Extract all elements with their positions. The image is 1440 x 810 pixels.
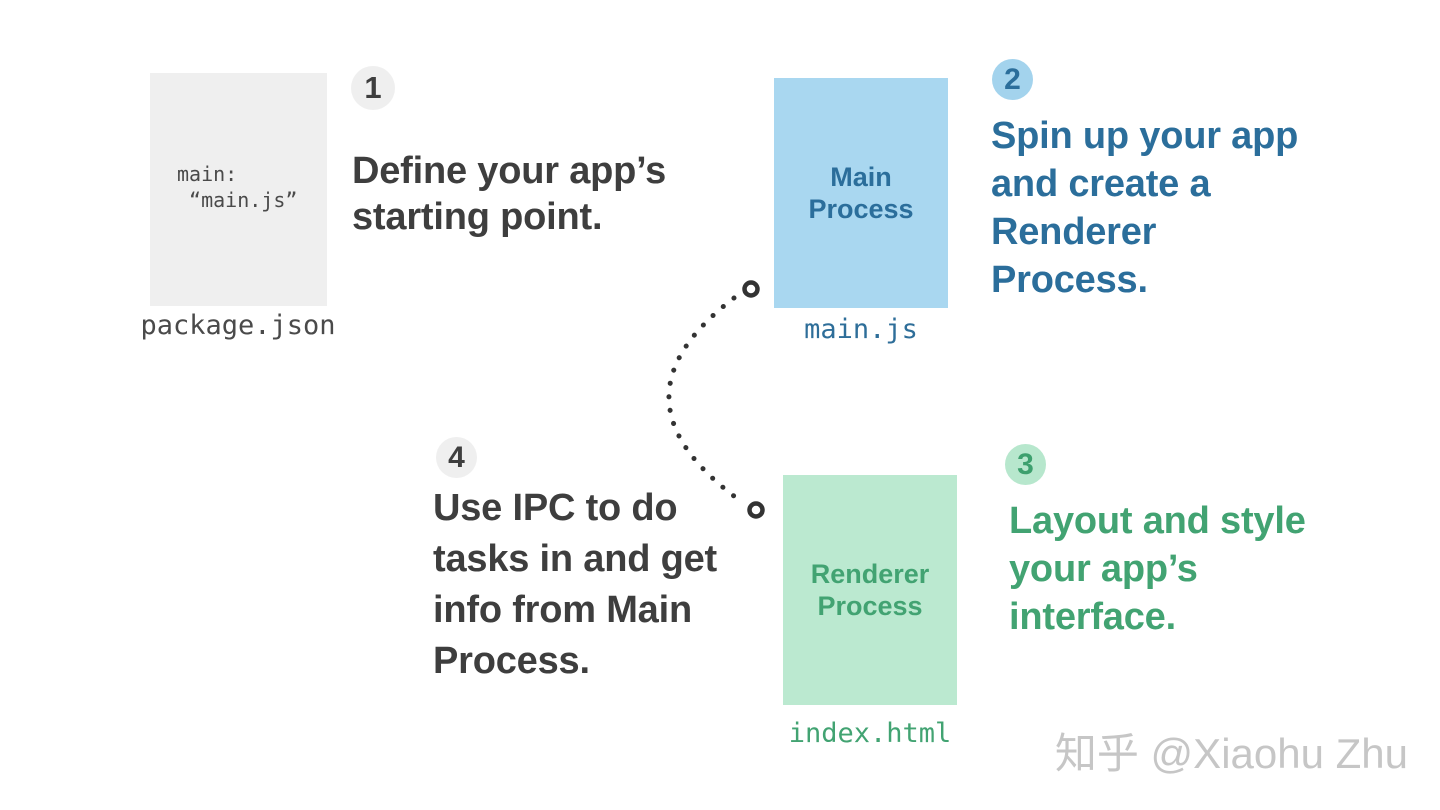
package-json-card: main: “main.js”	[150, 73, 327, 306]
step-2-badge: 2	[992, 59, 1033, 100]
watermark: 知乎 @Xiaohu Zhu	[1054, 730, 1408, 777]
step-4-number: 4	[448, 440, 465, 474]
step-4-heading: Use IPC to do tasks in and get info from…	[433, 487, 717, 682]
renderer-process-box-title: Renderer Process	[810, 559, 930, 621]
main-process-box-title: Main Process	[808, 162, 914, 224]
step-3-badge: 3	[1005, 444, 1046, 485]
package-json-label: package.json	[140, 310, 336, 341]
step-2-heading: Spin up your app and create a Renderer P…	[991, 115, 1299, 301]
connector-dotted-path	[666, 295, 745, 505]
step-3-heading: Layout and style your app’s interface.	[1009, 500, 1306, 638]
step-2-number: 2	[1004, 62, 1021, 96]
step-1-heading: Define your app’s starting point.	[352, 150, 667, 238]
renderer-process-box: Renderer Process	[783, 475, 957, 705]
step-4-badge: 4	[436, 437, 477, 478]
main-js-label: main.js	[804, 314, 918, 345]
connector-endpoint-top-icon	[742, 280, 760, 298]
main-process-box: Main Process	[774, 78, 948, 308]
index-html-label: index.html	[788, 718, 952, 749]
package-json-code-snippet: main: “main.js”	[177, 162, 298, 212]
step-1-number: 1	[364, 70, 382, 105]
step-1-badge: 1	[351, 66, 395, 110]
step-3-number: 3	[1017, 447, 1034, 481]
